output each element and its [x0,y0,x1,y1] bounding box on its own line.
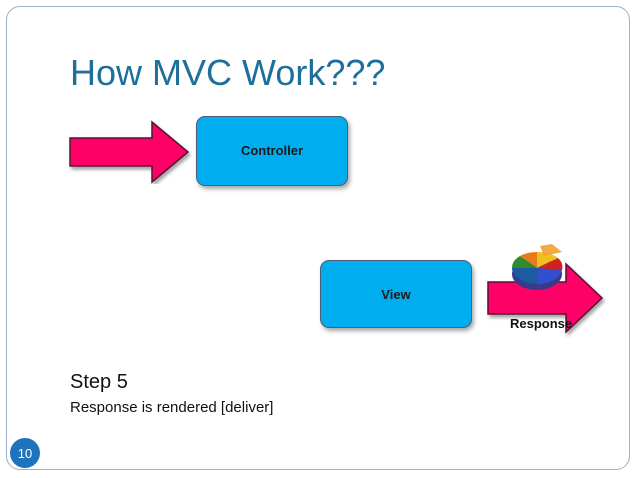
view-box: View [320,260,472,328]
slide-frame [6,6,630,470]
arrow-right-icon [69,120,190,184]
slide-title: How MVC Work??? [70,52,386,93]
arrow-right-icon [487,262,604,334]
controller-box: Controller [196,116,348,186]
view-label: View [381,287,411,302]
page-number: 10 [17,445,33,461]
controller-label: Controller [240,143,304,158]
page-number-badge: 10 [10,438,40,468]
response-label: Response [510,316,573,331]
pie-chart-icon [511,244,563,290]
step-description: Response is rendered [deliver] [70,399,274,416]
step-title: Step 5 [70,371,128,393]
